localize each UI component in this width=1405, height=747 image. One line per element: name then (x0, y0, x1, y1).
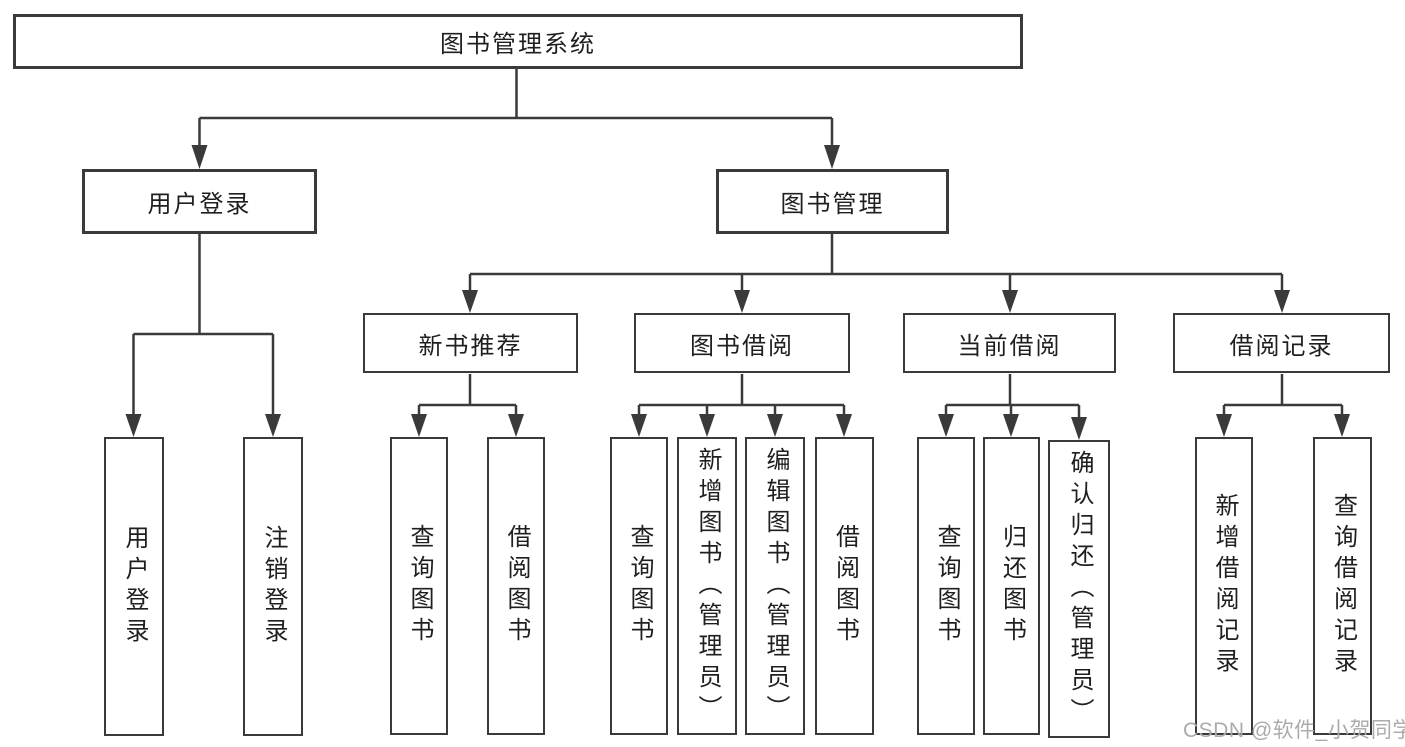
leaf-borrow-books-recommend: 借阅图书 (487, 437, 545, 735)
node-root: 图书管理系统 (13, 14, 1023, 69)
leaf-borrow-books-recommend-label: 借阅图书 (503, 524, 530, 648)
connector-bookmgmt-to-level2 (468, 234, 1284, 295)
leaf-return-books: 归还图书 (983, 437, 1040, 735)
node-borrow-records-label: 借阅记录 (1229, 332, 1334, 360)
leaf-logout: 注销登录 (243, 437, 303, 736)
node-user-login-label: 用户登录 (147, 191, 252, 218)
connector-borrowrecord-to-leaves (1222, 374, 1344, 419)
leaf-add-borrow-record-label: 新增借阅记录 (1211, 493, 1238, 679)
leaf-user-login-label: 用户登录 (121, 524, 148, 649)
node-current-borrow: 当前借阅 (903, 313, 1116, 373)
node-book-management: 图书管理 (716, 169, 949, 234)
connector-currentborrow-to-leaves (944, 374, 1081, 421)
leaf-confirm-return-admin-label: 确认归还（管理员） (1066, 449, 1093, 729)
node-new-book-recommend-label: 新书推荐 (418, 332, 523, 360)
leaf-confirm-return-admin: 确认归还（管理员） (1048, 440, 1110, 738)
leaf-user-login: 用户登录 (104, 437, 164, 736)
leaf-query-books-current-label: 查询图书 (933, 524, 960, 648)
node-root-label: 图书管理系统 (440, 31, 596, 58)
leaf-add-borrow-record: 新增借阅记录 (1195, 437, 1253, 735)
connector-newbook-to-leaves (417, 374, 518, 419)
leaf-borrow-books-label: 借阅图书 (831, 524, 859, 648)
leaf-query-borrow-record-label: 查询借阅记录 (1329, 493, 1357, 679)
node-book-borrow: 图书借阅 (634, 313, 850, 373)
connector-root-to-level1 (198, 68, 834, 150)
leaf-add-book-admin: 新增图书（管理员） (677, 437, 737, 735)
connector-bookborrow-to-leaves (637, 374, 846, 419)
leaf-edit-book-admin-label: 编辑图书（管理员） (762, 446, 789, 726)
leaf-logout-label: 注销登录 (260, 524, 287, 649)
node-new-book-recommend: 新书推荐 (363, 313, 578, 373)
leaf-query-books-borrow-label: 查询图书 (626, 524, 653, 648)
node-book-management-label: 图书管理 (780, 191, 885, 218)
leaf-query-books-current: 查询图书 (917, 437, 975, 735)
node-current-borrow-label: 当前借阅 (957, 332, 1062, 360)
arrowheads (125, 145, 1350, 440)
leaf-query-borrow-record: 查询借阅记录 (1313, 437, 1372, 735)
leaf-add-book-admin-label: 新增图书（管理员） (694, 446, 721, 726)
leaf-edit-book-admin: 编辑图书（管理员） (745, 437, 805, 735)
connector-userlogin-to-leaves (132, 234, 275, 418)
leaf-query-books-recommend: 查询图书 (390, 437, 448, 735)
node-borrow-records: 借阅记录 (1173, 313, 1390, 373)
node-user-login: 用户登录 (82, 169, 317, 234)
leaf-return-books-label: 归还图书 (998, 524, 1026, 648)
leaf-query-books-recommend-label: 查询图书 (406, 524, 433, 648)
leaf-query-books-borrow: 查询图书 (610, 437, 668, 735)
leaf-borrow-books: 借阅图书 (815, 437, 874, 735)
node-book-borrow-label: 图书借阅 (690, 332, 794, 360)
watermark: CSDN @软件_小贺同学 (1183, 719, 1405, 742)
